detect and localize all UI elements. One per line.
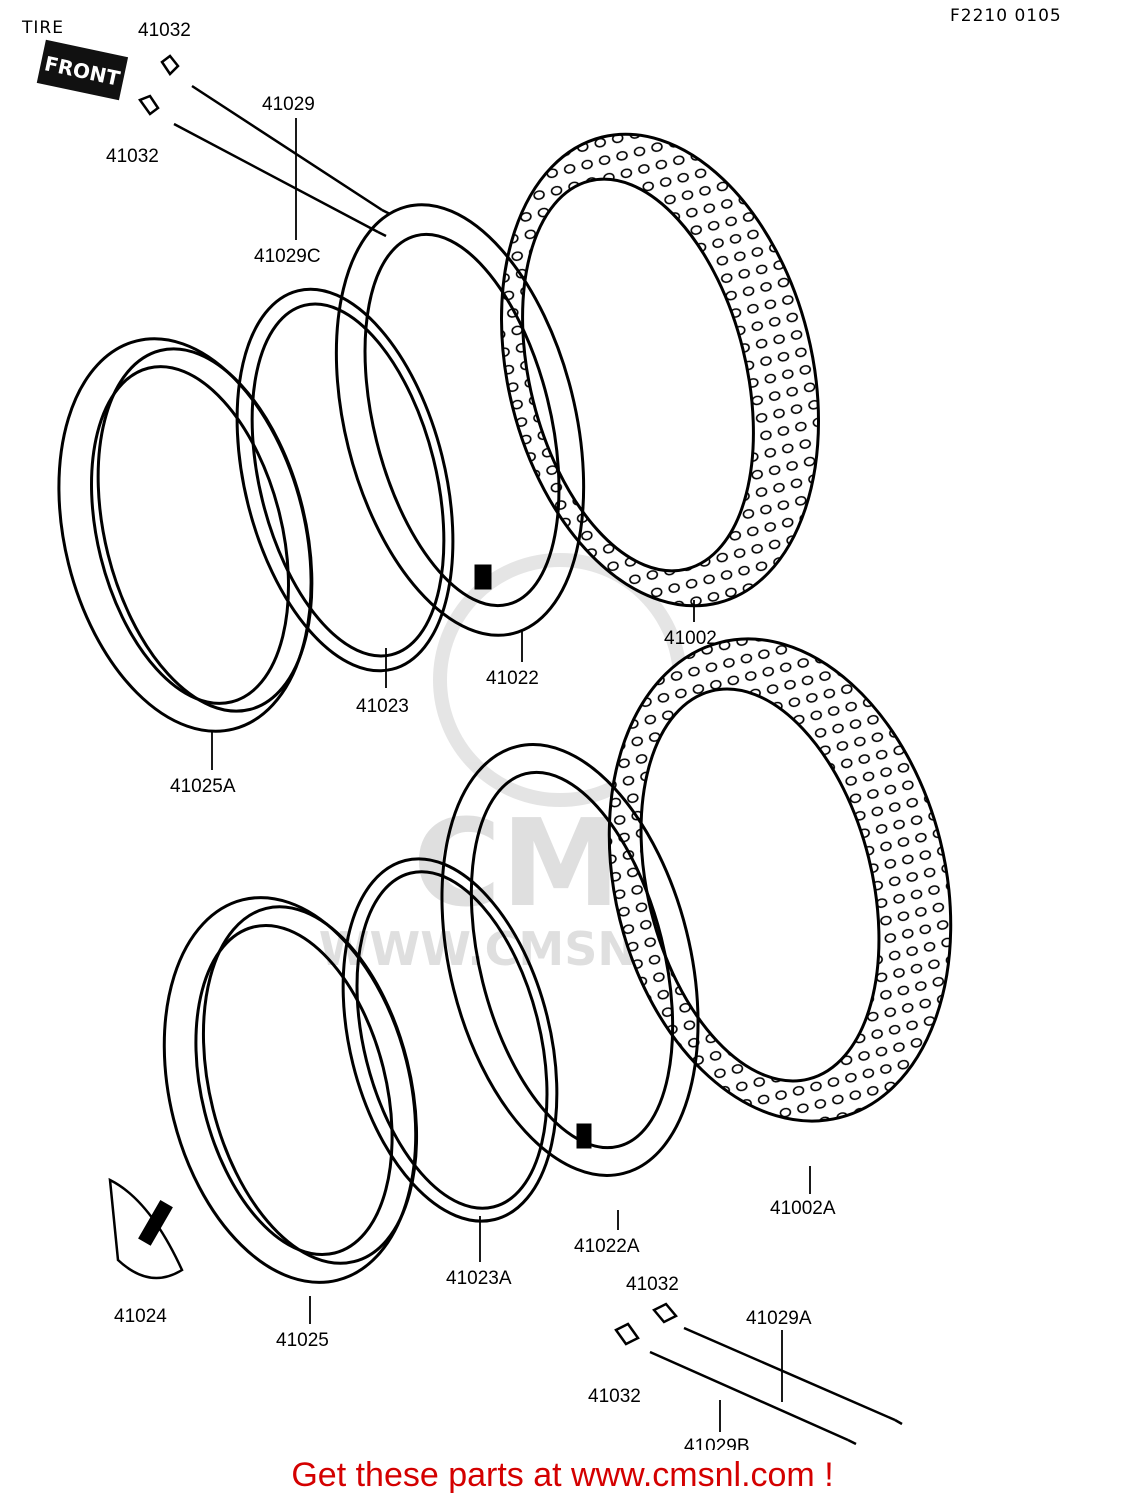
label-41025: 41025 bbox=[276, 1330, 329, 1351]
rim-lock-41024 bbox=[108, 1177, 184, 1280]
label-41029c: 41029C bbox=[254, 246, 321, 267]
label-41029: 41029 bbox=[262, 94, 315, 115]
footer-link[interactable]: Get these parts at www.cmsnl.com ! bbox=[291, 1456, 834, 1494]
label-41032-left: 41032 bbox=[106, 146, 159, 167]
tube-41022 bbox=[334, 203, 586, 637]
rim-41025a bbox=[57, 337, 314, 733]
spoke-41029 bbox=[160, 54, 391, 216]
diagram-title: TIRE bbox=[22, 18, 64, 38]
rim-41025 bbox=[162, 896, 419, 1284]
label-41032-top: 41032 bbox=[138, 20, 191, 41]
spoke-41029c bbox=[138, 94, 387, 238]
label-41032-bottom: 41032 bbox=[588, 1386, 641, 1407]
tube-41022a bbox=[440, 743, 700, 1177]
label-41022a: 41022A bbox=[574, 1236, 640, 1257]
part-labels: 41032 41032 41029 41029C 41002 41022 410… bbox=[106, 20, 836, 1450]
label-41002: 41002 bbox=[664, 628, 717, 649]
label-41023a: 41023A bbox=[446, 1268, 512, 1289]
label-41032-bottom-top: 41032 bbox=[626, 1274, 679, 1295]
diagram-code: F2210 0105 bbox=[950, 6, 1062, 26]
parts-diagram: CMS WWW.CMSNL.COM FRONT bbox=[36, 20, 953, 1450]
label-41023: 41023 bbox=[356, 696, 409, 717]
label-41022: 41022 bbox=[486, 668, 539, 689]
front-tag: FRONT bbox=[36, 39, 129, 101]
label-41029b: 41029B bbox=[684, 1436, 750, 1450]
spoke-41029a bbox=[652, 1302, 903, 1426]
tire-41002 bbox=[499, 132, 821, 608]
label-41024: 41024 bbox=[114, 1306, 167, 1327]
spoke-41029b bbox=[614, 1322, 857, 1446]
label-41029a: 41029A bbox=[746, 1308, 812, 1329]
rim-band-41023 bbox=[235, 287, 455, 673]
label-41025a: 41025A bbox=[170, 776, 236, 797]
label-41002a: 41002A bbox=[770, 1198, 836, 1219]
rim-band-41023a bbox=[341, 857, 559, 1223]
leader-lines bbox=[211, 118, 811, 1432]
tire-41002a bbox=[607, 637, 953, 1123]
